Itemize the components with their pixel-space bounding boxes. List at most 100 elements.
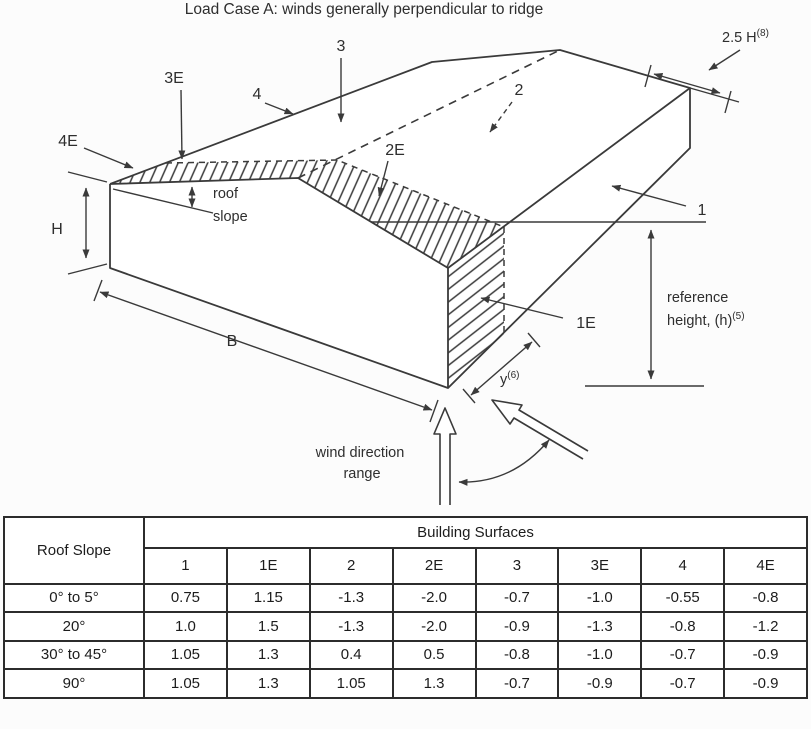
wind-arrow-oblique (491, 399, 589, 460)
row-label: 90° (3, 668, 145, 699)
roof-slope-header: Roof Slope (3, 516, 145, 585)
col-header-3e: 3E (557, 547, 643, 585)
ridge-line (297, 49, 561, 179)
cell: -0.9 (474, 611, 560, 642)
surface-4-label: 4 (253, 86, 262, 103)
surface-column-header-row: 1 1E 2 2E 3 3E 4 4E (4, 547, 808, 585)
y-dimension-tick-right (527, 332, 541, 348)
cell: -0.8 (640, 611, 726, 642)
cell: -0.55 (640, 583, 726, 613)
cell: -0.7 (640, 668, 726, 699)
table-row: 0° to 5° 0.75 1.15 -1.3 -2.0 -0.7 -1.0 -… (3, 583, 808, 613)
cell: -0.7 (640, 640, 726, 670)
col-header-1: 1 (143, 547, 228, 585)
end-zone-width-dimension-arrow (653, 72, 721, 95)
cell: -0.9 (723, 640, 808, 670)
eave-extension-line (689, 87, 740, 103)
h-dimension-tick-top (67, 171, 108, 183)
roof-slope-label-line1: roof (213, 186, 239, 202)
surface-leaders (83, 58, 687, 319)
cell: 1.3 (225, 640, 311, 670)
cell: -0.9 (723, 668, 808, 699)
cell: -2.0 (391, 611, 477, 642)
end-zone-tick-right (724, 90, 732, 114)
diagram-labels: 3 3E 4 4E 2 2E 1 1E H B roof slope 2.5 H… (51, 28, 769, 482)
b-dimension-tick-right (429, 399, 439, 423)
cell: 0.5 (391, 640, 477, 670)
reference-height-label-line2: height, (h)(5) (667, 311, 745, 329)
cell: 1.15 (225, 583, 311, 613)
roof-slope-label-line2: slope (213, 209, 248, 225)
roof-end-zone-boundary (165, 159, 505, 228)
cell: 1.05 (308, 668, 394, 699)
h-dimension-label: H (51, 221, 63, 238)
surface-1-label: 1 (698, 202, 707, 219)
label-3e-arrow (178, 89, 186, 160)
b-dimension-label: B (227, 333, 238, 350)
wind-direction-label-line1: wind direction (315, 445, 405, 461)
row-label: 20° (3, 611, 145, 642)
y-dimension-tick-left (462, 388, 476, 404)
y-edge-strip-label: y(6) (500, 370, 519, 388)
cell: -1.2 (723, 611, 808, 642)
label-2-arrow (489, 101, 513, 133)
wind-range-arc-arrow (458, 439, 550, 486)
label-1-arrow (611, 184, 687, 207)
leeward-roof-surface-3 (110, 50, 560, 184)
wind-arrow-straight (433, 407, 457, 505)
pressure-table-wrap: Roof Slope Building Surfaces 1 1E 2 2E 3… (3, 516, 808, 699)
end-zone-label-leader (708, 49, 741, 71)
table-row: 20° 1.0 1.5 -1.3 -2.0 -0.9 -1.3 -0.8 -1.… (3, 611, 808, 642)
pressure-coefficient-table: Roof Slope Building Surfaces 1 1E 2 2E 3… (3, 516, 808, 699)
surface-2-label: 2 (515, 82, 524, 99)
cell: -1.0 (557, 583, 643, 613)
row-label: 30° to 45° (3, 640, 145, 670)
surface-1e-label: 1E (576, 315, 596, 332)
col-header-2: 2 (308, 547, 394, 585)
end-zone-width-label: 2.5 H(8) (722, 28, 769, 46)
cell: 1.3 (391, 668, 477, 699)
cell: -2.0 (391, 583, 477, 613)
cell: -1.3 (308, 583, 394, 613)
row-label: 0° to 5° (3, 583, 145, 613)
cell: 1.05 (143, 640, 228, 670)
label-4e-arrow (83, 147, 134, 169)
cell: 0.75 (143, 583, 228, 613)
surface-2e-label: 2E (385, 142, 405, 159)
b-dimension-arrow (99, 291, 433, 411)
wind-arrows (433, 399, 589, 505)
cell: 1.05 (143, 668, 228, 699)
building-diagram: Load Case A: winds generally perpendicul… (51, 1, 769, 505)
cell: -1.3 (308, 611, 394, 642)
cell: -0.7 (474, 583, 560, 613)
hatch-zone-2e (298, 160, 504, 268)
col-header-3: 3 (474, 547, 560, 585)
roof-slope-reference-line (112, 188, 214, 214)
end-zone-boundaries (165, 159, 505, 334)
windward-wall-edges (447, 87, 691, 389)
cell: -0.9 (557, 668, 643, 699)
building-surfaces-header: Building Surfaces (143, 516, 808, 549)
cell: 0.4 (308, 640, 394, 670)
end-zone-tick-left (644, 64, 652, 88)
cell: 1.5 (225, 611, 311, 642)
dimension-arrows (67, 49, 741, 423)
surface-3e-label: 3E (164, 70, 184, 87)
table-row: 30° to 45° 1.05 1.3 0.4 0.5 -0.8 -1.0 -0… (3, 640, 808, 670)
wind-direction-label-line2: range (343, 466, 380, 482)
cell: -0.8 (474, 640, 560, 670)
windward-wall-surface-1 (448, 88, 690, 388)
hatch-zone-1e (448, 227, 504, 388)
h-dimension-tick-bottom (67, 263, 108, 275)
col-header-1e: 1E (225, 547, 311, 585)
cell: -0.7 (474, 668, 560, 699)
surface-4e-label: 4E (58, 133, 78, 150)
reference-height-label-line1: reference (667, 290, 728, 306)
cell: 1.0 (143, 611, 228, 642)
far-eave-and-right-gable-edges (109, 49, 691, 185)
y-dimension-arrow (470, 341, 533, 396)
figure-title: Load Case A: winds generally perpendicul… (185, 1, 543, 18)
b-dimension-tick-left (93, 279, 103, 302)
cell: 1.3 (225, 668, 311, 699)
